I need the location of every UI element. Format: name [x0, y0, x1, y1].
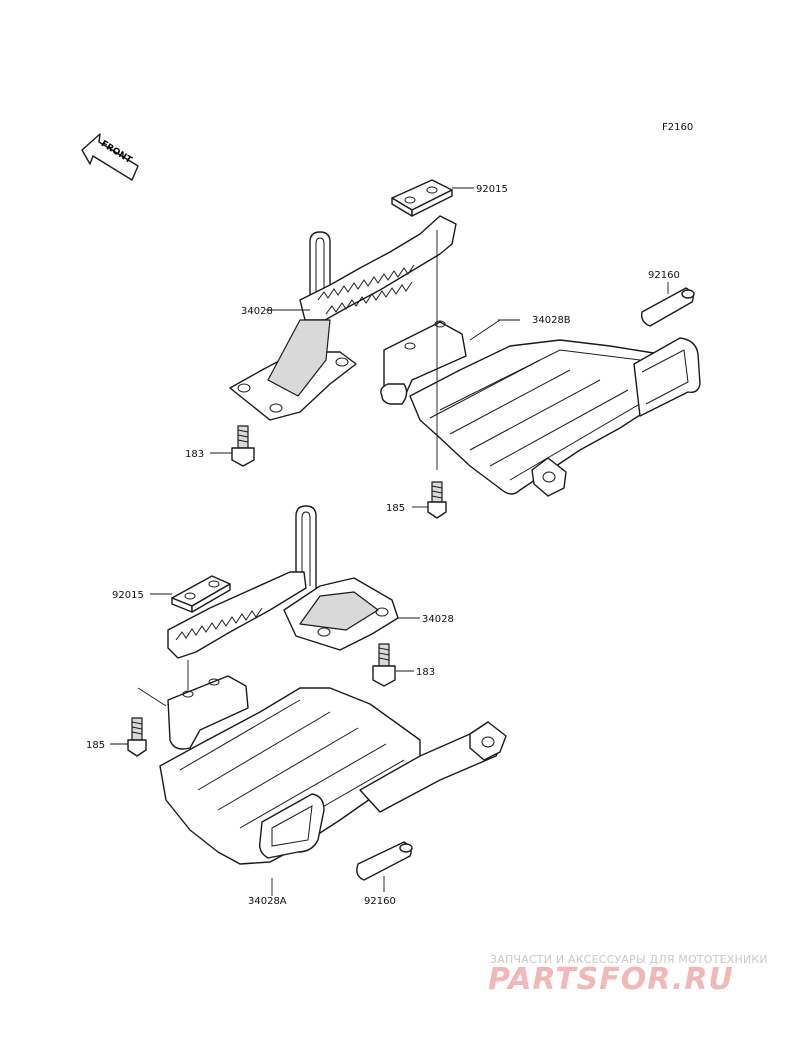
- figure-code: F2160: [662, 122, 693, 133]
- guard-34028B-upper: [380, 320, 701, 497]
- callout-92015-upper: 92015: [476, 184, 508, 195]
- step-34028-lower: [167, 505, 399, 659]
- step-34028-upper: [229, 215, 457, 421]
- callout-92015-lower: 92015: [112, 590, 144, 601]
- callout-92160-upper: 92160: [648, 270, 680, 281]
- front-arrow-icon: FRONT: [81, 133, 139, 181]
- guard-34028A-lower: [159, 675, 507, 865]
- bolt-183-upper: [231, 425, 255, 467]
- callout-34028-lower: 34028: [422, 614, 454, 625]
- callout-183-upper: 183: [185, 449, 204, 460]
- watermark-tagline: ЗАПЧАСТИ И АКСЕССУАРЫ ДЛЯ МОТОТЕХНИКИ: [490, 953, 768, 966]
- callout-34028A-lower: 34028A: [248, 896, 287, 907]
- callout-92160-lower: 92160: [364, 896, 396, 907]
- bolt-183-lower: [372, 643, 396, 687]
- callout-185-lower: 185: [86, 740, 105, 751]
- callout-34028B-upper: 34028B: [532, 315, 571, 326]
- bolt-185-lower: [127, 717, 147, 757]
- spacer-92160-lower: [356, 841, 413, 881]
- pad-92015-upper: [391, 179, 453, 217]
- pad-92015-lower: [171, 575, 231, 613]
- callout-183-lower: 183: [416, 667, 435, 678]
- callout-34028-upper: 34028: [241, 306, 273, 317]
- spacer-92160-upper: [640, 287, 695, 327]
- callout-185-upper: 185: [386, 503, 405, 514]
- watermark-logo: PARTSFOR.RU: [488, 962, 734, 997]
- bolt-185-upper: [427, 481, 447, 519]
